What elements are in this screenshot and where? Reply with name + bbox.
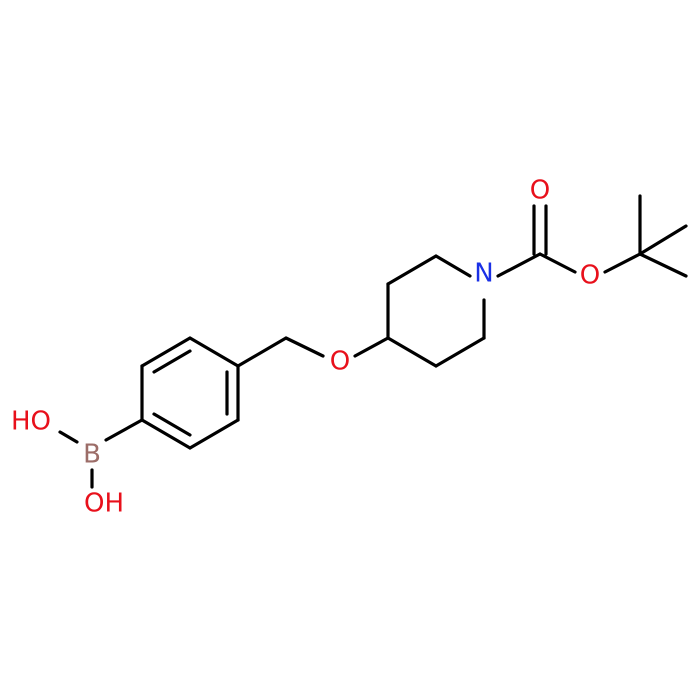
bond-C-Oester: [538, 252, 577, 274]
bond-Cq-Me3: [638, 252, 688, 278]
bond-Oester-Cq: [603, 252, 642, 274]
atom-labels: HO B OH O N O O: [11, 176, 600, 519]
atom-label-O-carbonyl: O: [530, 176, 550, 206]
atom-label-OH: OH: [84, 489, 124, 519]
atom-label-N: N: [474, 259, 493, 289]
bond-ring-5: [188, 418, 240, 450]
bond-ring-3: [188, 336, 240, 368]
bond-ring-6: [140, 418, 192, 450]
bond-N-Ccarbonyl: [496, 252, 542, 278]
bond-B-ring: [104, 418, 144, 442]
bond-pip-2: [386, 254, 438, 286]
atom-label-HO: HO: [11, 407, 51, 437]
bond-pip-3: [434, 254, 472, 278]
bond-ring-inner-3: [152, 412, 192, 437]
bond-CH2-O: [284, 336, 325, 358]
atom-label-O-ether: O: [330, 347, 350, 377]
atom-label-B: B: [83, 440, 101, 470]
bond-pip-5: [434, 336, 486, 368]
bond-Cq-Me2: [638, 224, 688, 256]
bond-ring-inner-1: [152, 349, 192, 374]
bond-lines: [58, 194, 688, 489]
bond-HO-B: [58, 430, 79, 444]
atom-label-O-ester: O: [580, 261, 600, 291]
bond-O-C4: [353, 336, 390, 358]
bond-pip-6: [386, 336, 438, 368]
bond-ring-2: [140, 336, 192, 368]
bond-ring-CH2: [236, 336, 288, 368]
